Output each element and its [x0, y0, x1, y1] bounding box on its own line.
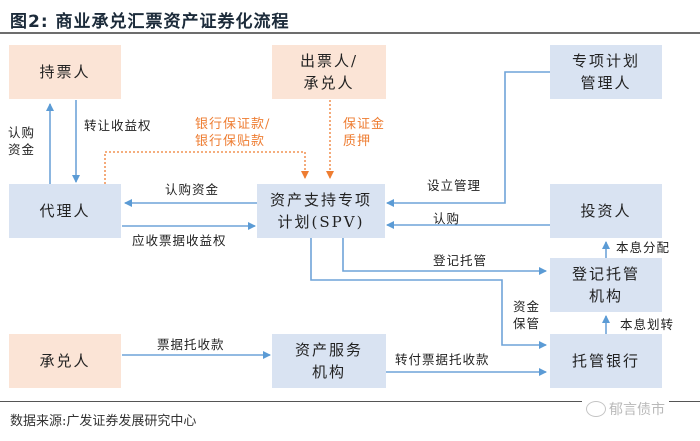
top-divider [0, 32, 700, 34]
label-bank-guarantee: 银行保证款/ 银行保贴款 [195, 117, 271, 149]
source-note: 数据来源:广发证券发展研究中心 [10, 414, 197, 429]
label-fund-custody: 资金 保管 [513, 299, 541, 331]
edge-agent-to-spv-guarantee [104, 151, 309, 184]
node-spv: 资产支持专项 计划(SPV) [257, 184, 385, 238]
node-servicer: 资产服务 机构 [272, 334, 386, 388]
node-acceptor: 承兑人 [9, 334, 121, 388]
label-register-custody: 登记托管 [433, 253, 488, 268]
label-receivable-income-right: 应收票据收益权 [132, 233, 227, 248]
node-holder: 持票人 [9, 45, 121, 99]
node-drawer-acceptor: 出票人/ 承兑人 [272, 45, 386, 99]
label-establish-manage: 设立管理 [427, 178, 482, 193]
figure-title: 图2: 商业承兑汇票资产证券化流程 [10, 12, 290, 32]
label-subscribe: 认购 [433, 211, 461, 226]
label-margin-pledge: 保证金 质押 [343, 117, 386, 149]
node-plan-manager: 专项计划 管理人 [550, 45, 662, 99]
edge-spv-to-registry [342, 238, 547, 275]
label-bill-collection: 票据托收款 [157, 337, 225, 352]
edge-spv-to-bank [310, 238, 547, 349]
node-investor: 投资人 [550, 184, 662, 238]
edge-manager-to-spv [386, 71, 550, 207]
watermark: 郁言债市 [582, 399, 669, 419]
label-transfer-bill-collection: 转付票据托收款 [395, 352, 490, 367]
watermark-text: 郁言债市 [609, 402, 665, 418]
label-transfer-income-right: 转让收益权 [84, 118, 152, 133]
node-agent: 代理人 [9, 184, 121, 238]
label-subscribe-funds: 认购资金 [165, 182, 220, 197]
label-principal-interest-distribution: 本息分配 [616, 240, 671, 255]
bottom-divider [0, 401, 700, 402]
node-custodian-bank: 托管银行 [550, 334, 662, 388]
wechat-icon [586, 401, 606, 417]
label-principal-interest-transfer: 本息划转 [620, 317, 675, 332]
node-registry: 登记托管 机构 [550, 258, 662, 312]
label-subscribe-funds-left: 认购 资金 [8, 125, 36, 157]
